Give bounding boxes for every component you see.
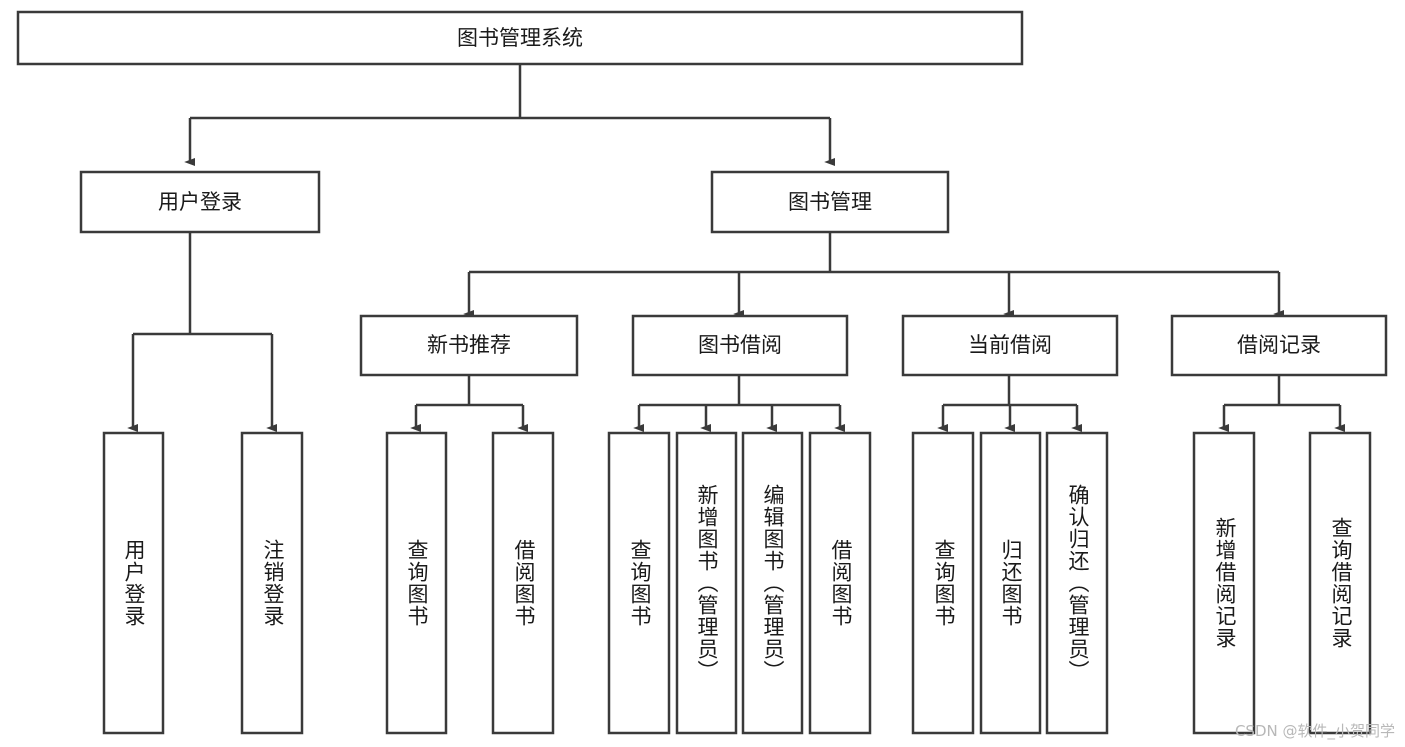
leaf-book-borrow-2-label: 新增图书（管理员） bbox=[695, 484, 719, 682]
node-book-borrow-label: 图书借阅 bbox=[698, 333, 782, 357]
leaf-book-borrow-3[interactable]: 编辑图书（管理员） bbox=[741, 431, 804, 735]
leaf-user-login-1-label: 用户登录 bbox=[122, 539, 146, 627]
leaf-current-borrow-2-label: 归还图书 bbox=[999, 539, 1023, 627]
node-root-label: 图书管理系统 bbox=[457, 26, 583, 50]
leaf-new-book-2-label: 借阅图书 bbox=[512, 539, 536, 627]
node-current-borrow-label: 当前借阅 bbox=[968, 333, 1052, 357]
node-borrow-records-label: 借阅记录 bbox=[1237, 333, 1321, 357]
node-user-login[interactable]: 用户登录 bbox=[79, 170, 321, 234]
leaf-borrow-records-1[interactable]: 新增借阅记录 bbox=[1192, 431, 1256, 735]
leaf-user-login-2-label: 注销登录 bbox=[261, 539, 285, 627]
leaf-new-book-1[interactable]: 查询图书 bbox=[385, 431, 448, 735]
leaf-book-borrow-2[interactable]: 新增图书（管理员） bbox=[675, 431, 738, 735]
leaf-book-borrow-4[interactable]: 借阅图书 bbox=[808, 431, 872, 735]
node-book-manage[interactable]: 图书管理 bbox=[710, 170, 950, 234]
leaf-new-book-2[interactable]: 借阅图书 bbox=[491, 431, 555, 735]
node-new-book-recommend-label: 新书推荐 bbox=[427, 333, 511, 357]
node-user-login-label: 用户登录 bbox=[158, 190, 242, 214]
node-current-borrow[interactable]: 当前借阅 bbox=[901, 314, 1119, 377]
leaf-user-login-2[interactable]: 注销登录 bbox=[240, 431, 304, 735]
leaf-borrow-records-2[interactable]: 查询借阅记录 bbox=[1308, 431, 1372, 735]
leaf-current-borrow-1-label: 查询图书 bbox=[932, 539, 956, 627]
node-borrow-records[interactable]: 借阅记录 bbox=[1170, 314, 1388, 377]
node-book-borrow[interactable]: 图书借阅 bbox=[631, 314, 849, 377]
leaf-borrow-records-1-label: 新增借阅记录 bbox=[1213, 517, 1237, 649]
leaf-book-borrow-3-label: 编辑图书（管理员） bbox=[761, 484, 785, 682]
leaf-current-borrow-1[interactable]: 查询图书 bbox=[911, 431, 975, 735]
node-new-book-recommend[interactable]: 新书推荐 bbox=[359, 314, 579, 377]
connector-layer bbox=[127, 64, 1346, 433]
leaf-borrow-records-2-label: 查询借阅记录 bbox=[1329, 517, 1353, 649]
leaf-book-borrow-1-label: 查询图书 bbox=[628, 539, 652, 627]
node-book-manage-label: 图书管理 bbox=[788, 190, 872, 214]
leaf-current-borrow-3[interactable]: 确认归还（管理员） bbox=[1045, 431, 1109, 735]
leaf-book-borrow-4-label: 借阅图书 bbox=[829, 539, 853, 627]
leaf-user-login-1[interactable]: 用户登录 bbox=[102, 431, 165, 735]
leaf-book-borrow-1[interactable]: 查询图书 bbox=[607, 431, 671, 735]
leaf-current-borrow-3-label: 确认归还（管理员） bbox=[1066, 484, 1090, 682]
leaf-new-book-1-label: 查询图书 bbox=[405, 539, 429, 627]
node-root[interactable]: 图书管理系统 bbox=[16, 10, 1024, 66]
leaf-current-borrow-2[interactable]: 归还图书 bbox=[979, 431, 1042, 735]
